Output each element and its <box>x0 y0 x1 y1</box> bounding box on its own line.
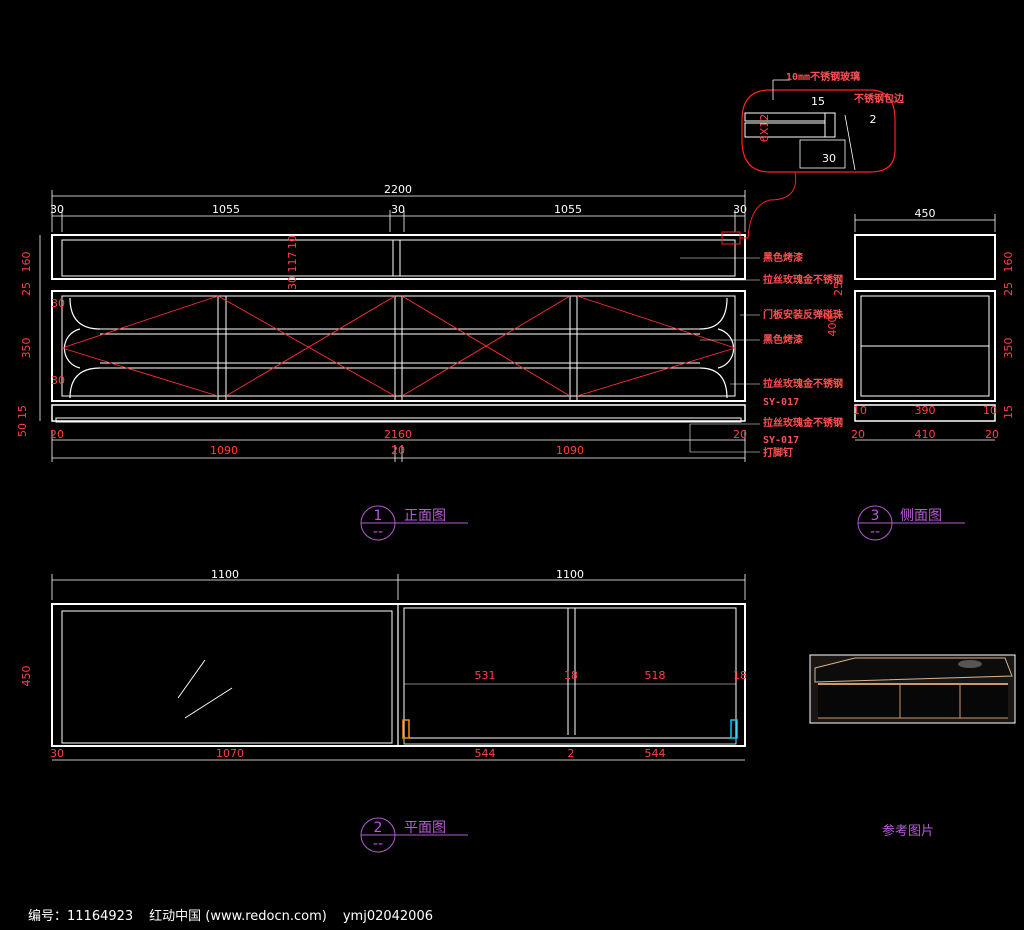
inner-dim-30: 30 <box>286 276 299 290</box>
plan-view-number: 2 <box>374 820 383 836</box>
annotation-7: 拉丝玫瑰金不锈钢 <box>763 416 843 429</box>
detail-callout: 10mm不锈钢玻璃 不锈钢包边 15 2 30 6X12 <box>721 70 905 245</box>
hinge-icon <box>402 719 410 739</box>
inner-dim-117: 117 <box>286 252 299 273</box>
plan-view-sub: -- <box>373 836 383 852</box>
side-bottom-seg-2: 410 <box>915 428 936 441</box>
plan-bottom-left-2: 1070 <box>216 747 244 760</box>
side-view-number: 3 <box>871 508 880 524</box>
plan-depth-dim: 450 <box>20 666 33 687</box>
side-left-dim: 25 <box>832 282 845 296</box>
reference-photo: 参考图片 <box>809 654 1016 839</box>
left-height-dim-2: 25 <box>20 282 33 296</box>
side-bottom-mark-1: 10 <box>853 404 867 417</box>
top-seg-dim-2: 1055 <box>212 203 240 216</box>
bottom-half-dim-1: 1090 <box>210 444 238 457</box>
top-seg-dim-1: 30 <box>50 203 64 216</box>
plan-inner-dim-4: 18 <box>733 669 747 682</box>
bottom-seg-dim-2: 2160 <box>384 428 412 441</box>
reference-label: 参考图片 <box>882 823 934 839</box>
annotation-3: 门板安装反弹碰珠 <box>763 308 844 321</box>
plan-inner-dim-3: 518 <box>645 669 666 682</box>
detail-edge-label: 不锈钢包边 <box>854 92 905 105</box>
plan-inner-dim-1: 531 <box>475 669 496 682</box>
plan-bottom-right-1: 544 <box>475 747 496 760</box>
hinge-icon <box>730 719 738 739</box>
left-height-dim-5: 50 <box>16 423 29 437</box>
plan-top-dim-1: 1100 <box>211 568 239 581</box>
side-height-dim-4: 15 <box>1002 405 1015 419</box>
front-view-number: 1 <box>374 508 383 524</box>
detail-dim-side: 6X12 <box>758 114 771 143</box>
plan-view: 1100 1100 450 531 18 518 18 30 1070 544 … <box>20 568 747 853</box>
footer-id: 编号：11164923 <box>28 909 134 924</box>
side-height-dim-1: 160 <box>1002 252 1015 273</box>
left-height-dim-4: 15 <box>16 405 29 419</box>
bottom-seg-dim-1: 20 <box>50 428 64 441</box>
side-height-dim-3: 350 <box>1002 338 1015 359</box>
top-seg-dim-4: 1055 <box>554 203 582 216</box>
plan-inner-dim-2: 18 <box>564 669 578 682</box>
side-bottom-seg-1: 20 <box>851 428 865 441</box>
annotation-5: 拉丝玫瑰金不锈钢 <box>763 377 843 390</box>
small-mark-2: 30 <box>51 374 65 387</box>
annotation-2: 拉丝玫瑰金不锈钢 <box>763 273 843 286</box>
detail-dim-2: 2 <box>870 113 877 126</box>
inner-dim-10: 10 <box>286 235 299 249</box>
side-inner-height: 400 <box>826 316 839 337</box>
left-height-dim-1: 160 <box>20 252 33 273</box>
plan-bottom-right-2: 2 <box>568 747 575 760</box>
footer-user: ymj02042006 <box>342 909 433 924</box>
side-view: 450 160 25 350 15 25 400 390 10 10 20 41… <box>826 207 1015 541</box>
top-seg-dim-5: 30 <box>733 203 747 216</box>
side-bottom-inner: 390 <box>915 404 936 417</box>
overall-width-dim: 2200 <box>384 183 412 196</box>
detail-dim-30: 30 <box>822 152 836 165</box>
footer-site: 红动中国 (www.redocn.com) <box>149 909 327 924</box>
side-height-dim-2: 25 <box>1002 282 1015 296</box>
top-seg-dim-3: 30 <box>391 203 405 216</box>
side-bottom-mark-2: 10 <box>983 404 997 417</box>
bottom-half-dim-3: 1090 <box>556 444 584 457</box>
annotation-9: 打脚钉 <box>763 446 793 459</box>
bottom-half-dim-2: 20 <box>391 444 405 457</box>
footer-watermark: 编号：11164923 红动中国 (www.redocn.com) ymj02042… <box>28 905 449 924</box>
side-width-dim: 450 <box>915 207 936 220</box>
detail-glass-label: 10mm不锈钢玻璃 <box>786 70 860 83</box>
side-view-sub: -- <box>870 524 880 540</box>
front-view-sub: -- <box>373 524 383 540</box>
side-bottom-seg-3: 20 <box>985 428 999 441</box>
plan-bottom-right-3: 544 <box>645 747 666 760</box>
plan-bottom-left-1: 30 <box>50 747 64 760</box>
plan-top-dim-2: 1100 <box>556 568 584 581</box>
annotation-6: SY-017 <box>763 397 799 408</box>
small-mark-1: 30 <box>51 297 65 310</box>
side-view-title: 侧面图 <box>900 508 942 524</box>
front-view-title: 正面图 <box>404 508 446 524</box>
annotation-4: 黑色烤漆 <box>763 333 803 346</box>
annotation-8: SY-017 <box>763 435 799 446</box>
front-view: 2200 30 1055 30 1055 30 <box>16 183 747 541</box>
plan-view-title: 平面图 <box>404 820 446 836</box>
annotations: 黑色烤漆 拉丝玫瑰金不锈钢 门板安装反弹碰珠 黑色烤漆 拉丝玫瑰金不锈钢 SY-… <box>680 251 844 459</box>
bottom-seg-dim-3: 20 <box>733 428 747 441</box>
left-height-dim-3: 350 <box>20 338 33 359</box>
annotation-1: 黑色烤漆 <box>763 251 803 264</box>
detail-dim-15: 15 <box>811 95 825 108</box>
